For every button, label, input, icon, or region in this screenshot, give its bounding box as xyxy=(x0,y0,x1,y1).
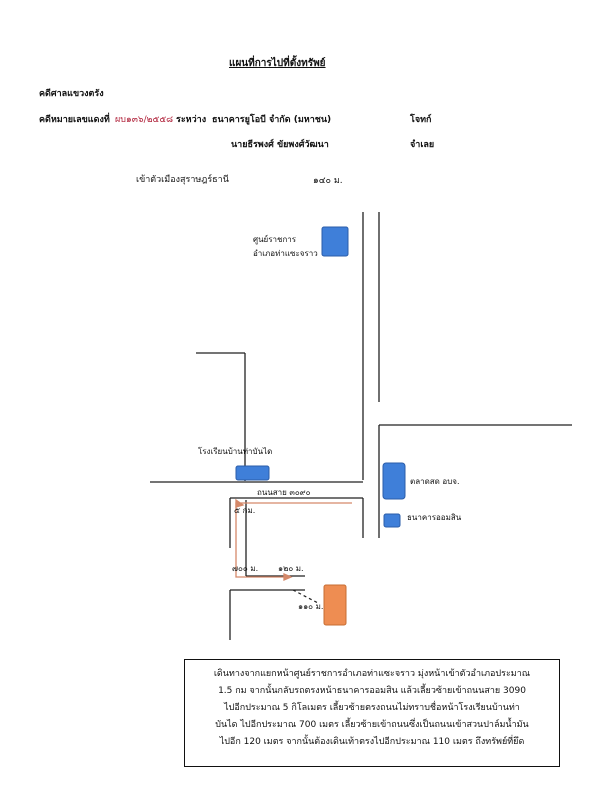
directions-line: เดินทางจากแยกหน้าศูนย์ราชการอำเภอท่าแซะจ… xyxy=(213,669,531,679)
market-block xyxy=(382,462,406,500)
defendant-name: นายธีรพงศ์ ขัยพงศ์วัฒนา xyxy=(231,140,329,150)
label-dist-110: ๑๑๐ ม. xyxy=(298,602,324,611)
case-number: ผบ๑๓๖/๒๕๕๘ xyxy=(115,115,174,125)
school-block xyxy=(235,465,270,481)
target-property-block xyxy=(323,584,347,626)
page-title: แผนที่การไปที่ตั้งทรัพย์ xyxy=(229,58,326,69)
between-label: ระหว่าง xyxy=(176,115,207,125)
label-dist-top: ๑๔๐ ม. xyxy=(313,176,343,186)
route-arrowhead-start xyxy=(235,498,245,508)
plaintiff-name: ธนาคารยูโอบี จำกัด (มหาชน) xyxy=(212,115,332,125)
directions-line: 1.5 กม จากนั้นกลับรถตรงหน้าธนาคารออมสิน … xyxy=(218,686,526,696)
district-office-block xyxy=(321,226,349,257)
court-name: คดีศาลแขวงตรัง xyxy=(39,89,104,99)
label-bank: ธนาคารออมสิน xyxy=(407,513,462,522)
route-path xyxy=(235,498,352,581)
label-district-office-1: ศูนย์ราชการ xyxy=(253,235,297,244)
label-dist-5km: ๕ กม. xyxy=(234,506,256,515)
label-market: ตลาดสด อบจ. xyxy=(410,477,460,486)
directions-box: เดินทางจากแยกหน้าศูนย์ราชการอำเภอท่าแซะจ… xyxy=(184,659,560,767)
directions-line: ไปอีกประมาณ 5 กิโลเมตร เลี้ยวซ้ายตรงถนนไ… xyxy=(224,703,520,713)
bank-block xyxy=(383,513,401,528)
directions-line: ไปอีก 120 เมตร จากนั้นต้องเดินเท้าตรงไปอ… xyxy=(219,737,525,747)
route-arrowhead-end xyxy=(283,573,293,581)
plaintiff-role: โจทก์ xyxy=(410,115,432,125)
walking-path xyxy=(292,589,319,604)
label-school: โรงเรียนบ้านท่าบันได xyxy=(198,447,273,456)
label-district-office-2: อำเภอท่าแซะจราว xyxy=(253,249,318,258)
label-road-3090: ถนนสาย ๓๐๙๐ xyxy=(257,488,311,497)
label-to-city: เข้าตัวเมืองสุราษฎร์ธานี xyxy=(136,175,229,185)
label-dist-120: ๑๒๐ ม. xyxy=(278,564,304,573)
case-label: คดีหมายเลขแดงที่ xyxy=(39,115,110,125)
directions-line: บันได ไปอีกประมาณ 700 เมตร เลี้ยวซ้ายเข้… xyxy=(215,720,529,730)
defendant-role: จำเลย xyxy=(410,140,435,150)
route-arrow xyxy=(235,502,352,578)
road-lines xyxy=(150,212,572,640)
label-dist-700: ๗๐๐ ม. xyxy=(232,564,259,573)
